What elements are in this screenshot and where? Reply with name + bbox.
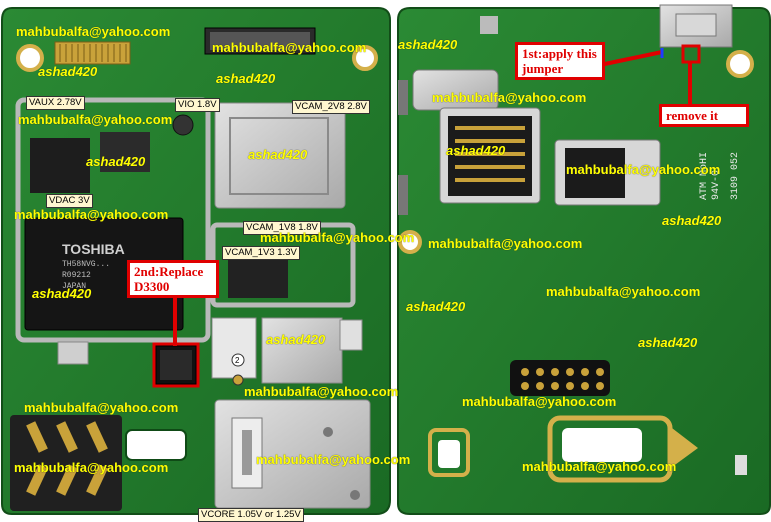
vaux-label: VAUX 2.78V xyxy=(26,96,85,110)
remove-highlight xyxy=(681,44,701,64)
test-point-marker: 2 xyxy=(235,356,240,365)
watermark-email: mahbubalfa@yahoo.com xyxy=(14,207,169,222)
silk-line-2: 94V-0 xyxy=(711,170,722,200)
watermark-email: mahbubalfa@yahoo.com xyxy=(256,452,411,467)
step-1-note: 1st:apply this jumper xyxy=(515,42,605,80)
right-board: ATM MoHI 94V-0 3109 052 xyxy=(397,4,771,515)
watermark-email: mahbubalfa@yahoo.com xyxy=(24,400,179,415)
vcam-2v8-label: VCAM_2V8 2.8V xyxy=(292,100,370,114)
watermark-handle: ashad420 xyxy=(446,143,506,158)
watermark-email: mahbubalfa@yahoo.com xyxy=(244,384,399,399)
watermark-email: mahbubalfa@yahoo.com xyxy=(18,112,173,127)
watermark-email: mahbubalfa@yahoo.com xyxy=(16,24,171,39)
watermark-email: mahbubalfa@yahoo.com xyxy=(566,162,721,177)
silk-marking: ATM MoHI 94V-0 3109 052 xyxy=(699,152,741,200)
vdac-label: VDAC 3V xyxy=(46,194,93,208)
watermark-email: mahbubalfa@yahoo.com xyxy=(428,236,583,251)
remove-note: remove it xyxy=(659,104,749,127)
annotation-leaders xyxy=(173,50,692,346)
vcam-1v3-label: VCAM_1V3 1.3V xyxy=(222,246,300,260)
watermark-handle: ashad420 xyxy=(32,286,92,301)
vio-label: VIO 1.8V xyxy=(175,98,220,112)
watermark-email: mahbubalfa@yahoo.com xyxy=(546,284,701,299)
chip-line-2: R09212 xyxy=(62,271,91,280)
silk-line-3: 3109 052 xyxy=(730,152,741,200)
step-2-note: 2nd:Replace D3300 xyxy=(127,260,219,298)
watermark-email: mahbubalfa@yahoo.com xyxy=(260,230,415,245)
watermark-handle: ashad420 xyxy=(662,213,722,228)
watermark-email: mahbubalfa@yahoo.com xyxy=(212,40,367,55)
watermark-handle: ashad420 xyxy=(638,335,698,350)
watermark-handle: ashad420 xyxy=(248,147,308,162)
watermark-email: mahbubalfa@yahoo.com xyxy=(522,459,677,474)
watermark-handle: ashad420 xyxy=(266,332,326,347)
chip-brand: TOSHIBA xyxy=(62,241,125,257)
vcam-1v8-label: VCAM_1V8 1.8V xyxy=(243,221,321,235)
watermark-handle: ashad420 xyxy=(38,64,98,79)
watermark-email: mahbubalfa@yahoo.com xyxy=(14,460,169,475)
d3300-highlight xyxy=(152,342,200,388)
silk-line-1: ATM MoHI xyxy=(699,152,710,200)
watermark-handle: ashad420 xyxy=(86,154,146,169)
watermark-handle: ashad420 xyxy=(398,37,458,52)
memory-chip-marking: TOSHIBA TH58NVG... R09212 JAPAN xyxy=(62,241,125,291)
chip-line-1: TH58NVG... xyxy=(62,260,110,269)
chip-line-3: JAPAN xyxy=(62,282,86,291)
watermark-handle: ashad420 xyxy=(406,299,466,314)
vcore-label: VCORE 1.05V or 1.25V xyxy=(198,508,304,522)
watermark-email: mahbubalfa@yahoo.com xyxy=(462,394,617,409)
watermark-handle: ashad420 xyxy=(216,71,276,86)
watermark-email: mahbubalfa@yahoo.com xyxy=(432,90,587,105)
